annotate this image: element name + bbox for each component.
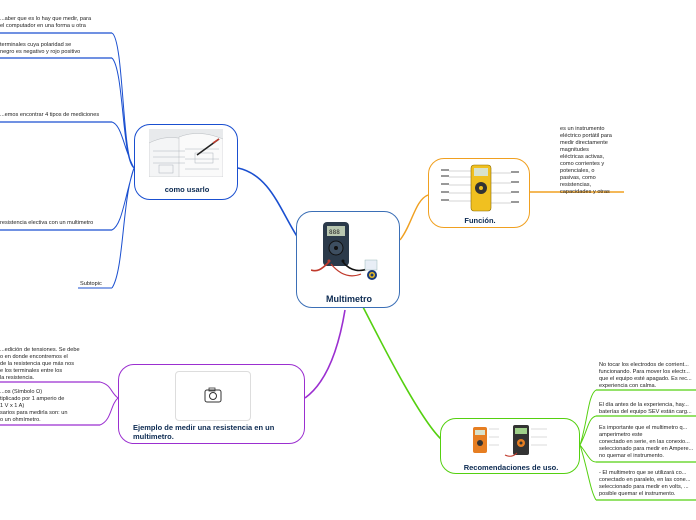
note-como-usarlo-3: ...emos encontrar 4 tipos de mediciones [0, 112, 100, 118]
note-ejemplo-1: ...edición de tensiones. Se debe o en do… [0, 347, 80, 381]
multimeters-image [469, 423, 553, 459]
connector-como-usarlo-notes [111, 32, 135, 289]
note-recomendaciones-2: El día antes de la experiencia, hay... b… [599, 402, 692, 415]
node-ejemplo[interactable]: Ejemplo de medir una resistencia en un m… [118, 364, 305, 444]
note-como-usarlo-4: resistencia electiva con un multimetro [0, 220, 94, 226]
note-como-usarlo-subtopic[interactable]: Subtopic [80, 281, 102, 287]
note-recomendaciones-3: Es importante que el multimetro q... amp… [599, 425, 694, 459]
note-como-usarlo-1: ...aber que es lo hay que medir, para el… [0, 16, 92, 29]
connector-central-ejemplo [304, 309, 346, 399]
node-como-usarlo-title: como usarlo [164, 185, 210, 194]
note-como-usarlo-2: terminales cuya polaridad se negro es ne… [0, 42, 81, 55]
connector-recomendaciones-notes [579, 389, 597, 501]
svg-text:888: 888 [329, 229, 340, 236]
connector-central-funcion [399, 194, 429, 241]
central-node-title: Multimetro [326, 294, 372, 304]
note-funcion: es un instrumento eléctrico portátil par… [560, 126, 612, 195]
note-recomendaciones-1: No tocar los electrodos de corrient... f… [599, 362, 692, 389]
multimeter-diagram-image [439, 163, 521, 213]
note-recomendaciones-4: - El multimetro que se utilizará co... c… [599, 470, 691, 497]
connector-central-como-usarlo [237, 167, 299, 239]
blueprint-image [149, 129, 223, 177]
connector-central-recomendaciones [361, 304, 443, 441]
central-node-multimetro[interactable]: 888 Multimetro [296, 211, 400, 308]
node-funcion-title: Función. [464, 216, 496, 225]
node-funcion[interactable]: Función. [428, 158, 530, 228]
multimeter-image: 888 [311, 218, 387, 282]
connector-ejemplo-notes [99, 381, 119, 426]
image-placeholder [175, 371, 251, 421]
node-como-usarlo[interactable]: como usarlo [134, 124, 238, 200]
node-ejemplo-title: Ejemplo de medir una resistencia en un m… [133, 423, 275, 441]
node-recomendaciones[interactable]: Recomendaciones de uso. [440, 418, 580, 474]
camera-icon [204, 387, 222, 403]
node-recomendaciones-title: Recomendaciones de uso. [463, 463, 559, 472]
note-ejemplo-2: ...os (Símbolo Ω) tiplicado por 1 amperi… [0, 389, 68, 423]
